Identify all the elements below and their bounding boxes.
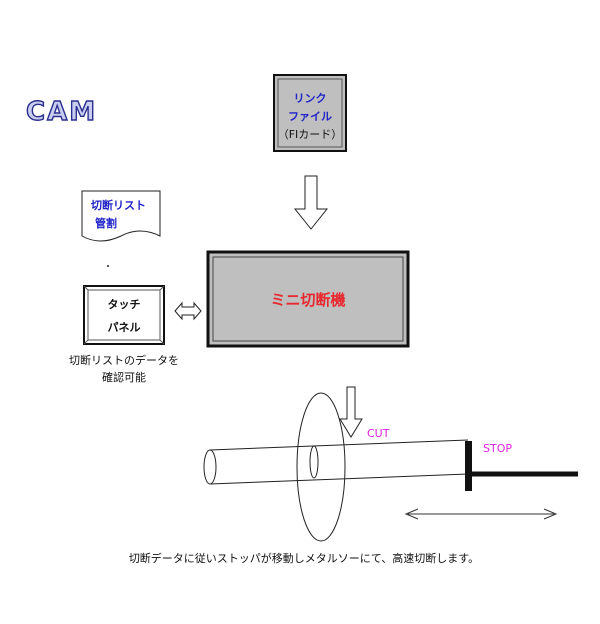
movement-arrow-icon (404, 508, 558, 520)
cut-list-line1: 切断リスト (91, 198, 146, 212)
caption: 切断データに従いストッパが移動しメタルソーにて、高速切断します。 (129, 551, 479, 565)
stop-label: STOP (483, 442, 512, 455)
dot-mark (107, 265, 109, 267)
touch-panel-note-line2: 確認可能 (102, 370, 146, 384)
cut-arrow-icon (339, 386, 363, 438)
link-file-line2: ファイル (288, 110, 332, 123)
machine-label: ミニ切断機 (270, 291, 345, 309)
touch-panel: タッチ パネル (83, 285, 165, 345)
cut-list-document: 切断リスト 管割 (81, 190, 161, 242)
cut-list-line2: 管割 (95, 216, 117, 230)
double-arrow-icon (174, 301, 202, 321)
cut-label: CUT (367, 427, 390, 440)
link-file-box: リンク ファイル （FIカード） (273, 74, 347, 152)
stopper (465, 441, 578, 491)
link-file-line1: リンク (294, 92, 327, 105)
touch-panel-note-line1: 切断リストのデータを (69, 353, 179, 367)
link-file-line3: （FIカード） (278, 128, 343, 141)
down-arrow-icon (293, 175, 329, 230)
cam-title: CAM (26, 97, 97, 127)
metal-saw-blade (296, 392, 346, 542)
touch-panel-line1: タッチ (108, 298, 141, 311)
mini-cutting-machine: ミニ切断機 (206, 250, 410, 348)
touch-panel-line2: パネル (108, 321, 141, 334)
pipe-workpiece (203, 439, 469, 485)
